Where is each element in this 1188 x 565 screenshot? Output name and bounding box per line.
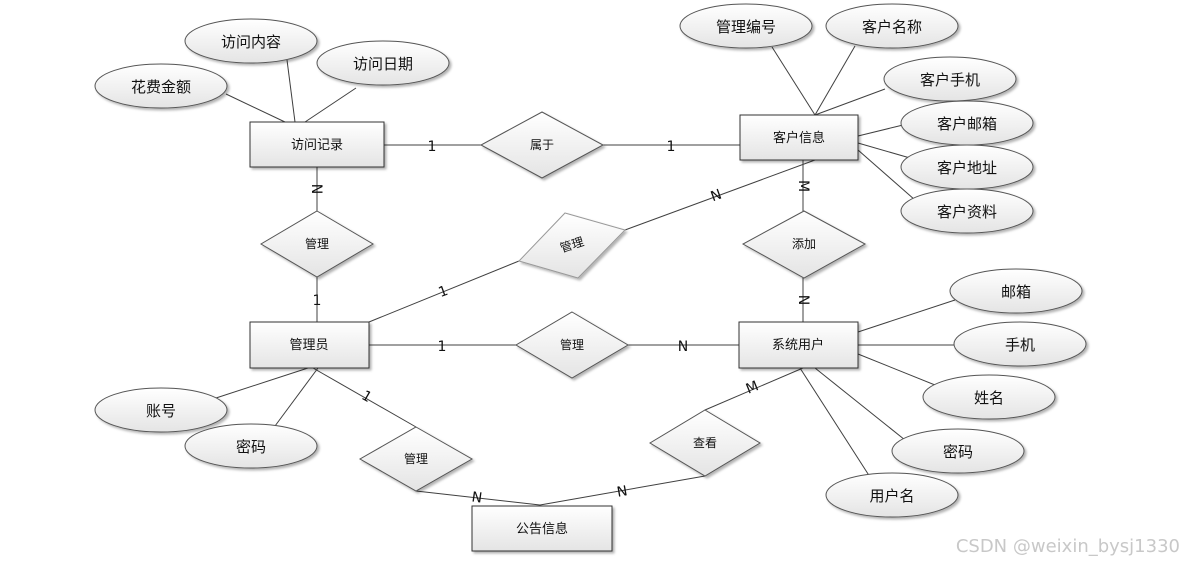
cardinality-label: N xyxy=(616,483,629,501)
svg-text:密码: 密码 xyxy=(236,438,266,456)
entity-admin: 管理员 xyxy=(249,321,370,369)
svg-text:客户资料: 客户资料 xyxy=(937,203,997,221)
entity-customer-info: 客户信息 xyxy=(739,114,859,161)
cardinality-label: 1 xyxy=(428,139,437,155)
attribute-visit-date: 访问日期 xyxy=(316,40,450,86)
attribute-visit-content: 访问内容 xyxy=(184,18,318,64)
relationship-manage-customer: 管理 xyxy=(518,212,626,279)
cardinality-label: M xyxy=(795,180,811,192)
svg-text:密码: 密码 xyxy=(943,443,973,461)
svg-text:客户手机: 客户手机 xyxy=(920,71,980,89)
attribute-user-phone: 手机 xyxy=(953,321,1087,367)
svg-text:客户名称: 客户名称 xyxy=(862,18,922,36)
cardinality-label: M xyxy=(744,378,761,397)
entity-system-user: 系统用户 xyxy=(738,321,859,369)
svg-text:公告信息: 公告信息 xyxy=(516,521,568,537)
svg-text:邮箱: 邮箱 xyxy=(1001,283,1031,301)
svg-text:管理: 管理 xyxy=(560,337,584,352)
relationship-manage-visit: 管理 xyxy=(260,210,374,278)
svg-text:账号: 账号 xyxy=(146,402,176,420)
attribute-user-password: 密码 xyxy=(891,428,1025,474)
svg-text:管理编号: 管理编号 xyxy=(716,18,776,36)
attribute-customer-phone: 客户手机 xyxy=(883,56,1017,102)
relationship-add: 添加 xyxy=(741,210,867,279)
relationship-view: 查看 xyxy=(649,409,761,477)
relationship-diamonds: 属于 管理 管理 添加 管理 管理 查看 xyxy=(260,111,867,492)
attribute-user-realname: 姓名 xyxy=(922,374,1056,420)
svg-text:属于: 属于 xyxy=(530,138,554,152)
cardinality-label: 1 xyxy=(436,283,450,301)
attribute-ellipses: 访问内容 访问日期 花费金额 管理编号 客户名称 客户手机 客户邮箱 客户地址 xyxy=(94,3,1087,518)
cardinality-label: N xyxy=(678,339,688,355)
cardinality-label: N xyxy=(308,184,324,194)
attribute-user-email: 邮箱 xyxy=(949,268,1083,314)
svg-text:手机: 手机 xyxy=(1005,336,1035,354)
attribute-manage-no: 管理编号 xyxy=(679,3,813,49)
attribute-customer-email: 客户邮箱 xyxy=(900,100,1034,146)
cardinality-label: N xyxy=(709,187,724,206)
entity-boxes: 访问记录 客户信息 管理员 系统用户 公告信息 xyxy=(249,114,859,552)
svg-text:访问日期: 访问日期 xyxy=(353,55,413,73)
relationship-manage-notice: 管理 xyxy=(358,426,474,492)
svg-text:管理员: 管理员 xyxy=(289,338,328,353)
svg-text:客户地址: 客户地址 xyxy=(937,159,997,177)
svg-text:姓名: 姓名 xyxy=(974,389,1004,407)
cardinality-label: 1 xyxy=(667,139,676,155)
cardinality-label: 1 xyxy=(313,293,322,309)
svg-text:访问内容: 访问内容 xyxy=(221,33,281,51)
attribute-user-username: 用户名 xyxy=(825,472,959,518)
svg-text:管理: 管理 xyxy=(305,236,329,251)
watermark: CSDN @weixin_bysj1330 xyxy=(956,536,1180,557)
attribute-admin-password: 密码 xyxy=(184,423,318,469)
attribute-cost-amount: 花费金额 xyxy=(94,63,228,109)
svg-text:管理: 管理 xyxy=(404,451,428,466)
cardinality-label: 1 xyxy=(438,339,447,355)
svg-text:客户信息: 客户信息 xyxy=(773,130,825,146)
connector-lines xyxy=(215,45,956,506)
attribute-customer-name: 客户名称 xyxy=(825,3,959,49)
svg-text:添加: 添加 xyxy=(792,237,816,251)
svg-text:管理: 管理 xyxy=(558,234,585,256)
cardinality-label: N xyxy=(471,489,484,506)
attribute-admin-account: 账号 xyxy=(94,387,228,433)
svg-text:客户邮箱: 客户邮箱 xyxy=(937,115,997,133)
svg-text:用户名: 用户名 xyxy=(869,487,914,505)
entity-visit-record: 访问记录 xyxy=(249,121,385,168)
svg-text:访问记录: 访问记录 xyxy=(291,138,343,153)
entity-notice: 公告信息 xyxy=(471,505,613,552)
attribute-customer-profile: 客户资料 xyxy=(900,188,1034,234)
svg-text:花费金额: 花费金额 xyxy=(131,78,191,96)
svg-text:查看: 查看 xyxy=(693,436,717,450)
attribute-customer-address: 客户地址 xyxy=(900,144,1034,190)
cardinality-label: 1 xyxy=(359,388,375,406)
cardinality-label: N xyxy=(795,295,811,305)
relationship-belongs-to: 属于 xyxy=(479,111,605,179)
relationship-manage-user: 管理 xyxy=(515,311,629,379)
svg-text:系统用户: 系统用户 xyxy=(772,337,824,353)
